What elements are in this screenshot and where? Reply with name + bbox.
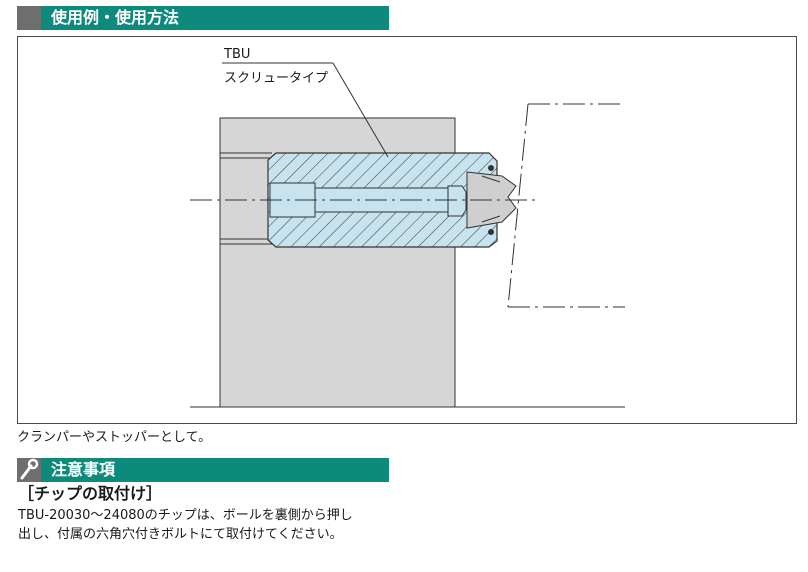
wrench-icon	[20, 458, 39, 480]
section-header-notes: 注意事項	[17, 458, 389, 482]
diagram-caption: クランパーやストッパーとして。	[17, 430, 212, 445]
section-header-usage: 使用例・使用方法	[17, 6, 389, 30]
label-type: スクリュータイプ	[224, 71, 328, 86]
body-line: 出し、付属の六角穴付きボルトにて取付けてください。	[18, 527, 343, 542]
body-line: TBU-20030〜24080のチップは、ボールを裏側から押し	[18, 508, 353, 523]
section-title: 注意事項	[51, 460, 116, 479]
section-title: 使用例・使用方法	[51, 8, 180, 27]
diagram-frame	[17, 36, 797, 424]
subheading: ［チップの取付け］	[18, 484, 163, 503]
label-model: TBU	[223, 47, 250, 62]
header-marker	[17, 6, 41, 30]
hex-bolt	[447, 185, 467, 217]
header-marker	[17, 458, 41, 482]
